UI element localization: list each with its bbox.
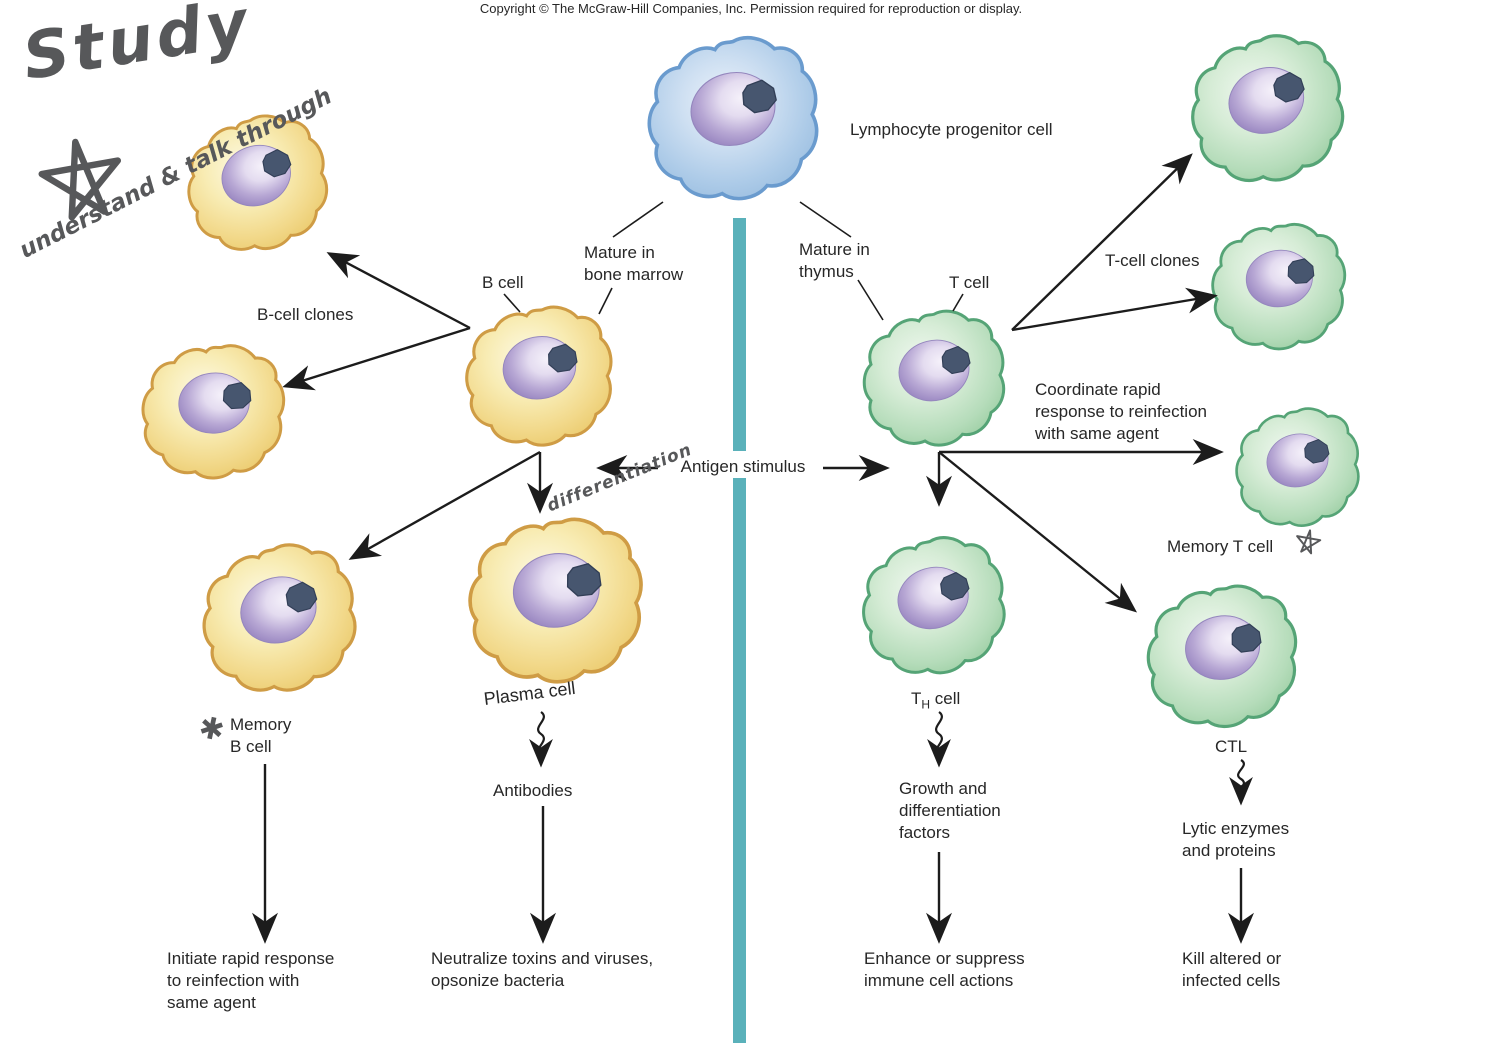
- t-cell-image: [855, 303, 1013, 453]
- th-label-sub: H: [921, 697, 931, 712]
- antibodies-label: Antibodies: [493, 781, 573, 800]
- initiate-response-outcome-label: Initiate rapid response to reinfection w…: [167, 949, 335, 1012]
- kill-cells-outcome-label: Kill altered or infected cells: [1182, 949, 1282, 990]
- th-cell-image: [854, 514, 1014, 697]
- ctl-label: CTL: [1215, 737, 1248, 756]
- t-cell-label: T cell: [949, 273, 990, 292]
- copyright-text: Copyright © The McGraw-Hill Companies, I…: [479, 1, 1023, 16]
- memory-b-cell-image: [192, 525, 366, 712]
- mature-bone-marrow-label: Mature in bone marrow: [584, 243, 684, 284]
- memory-t-cell-label: Memory T cell: [1167, 537, 1274, 556]
- b-cell-clones-label: B-cell clones: [257, 305, 354, 324]
- center-divider-top: [733, 218, 746, 451]
- memory-b-cell-label: Memory B cell: [230, 715, 292, 756]
- arrow-to-b-clone-2: [282, 326, 471, 391]
- squiggle-ctl-to-lytic: [1229, 759, 1253, 806]
- enhance-suppress-outcome-label: Enhance or suppress immune cell actions: [864, 949, 1025, 990]
- th-label-cell: cell: [930, 689, 961, 708]
- lymphocyte-progenitor-cell-image: [628, 28, 838, 208]
- squiggle-plasma-to-antibodies: [529, 711, 553, 768]
- b-cell-image: [451, 294, 627, 458]
- mature-thymus-label: Mature in thymus: [799, 240, 870, 281]
- neutralize-toxins-outcome-label: Neutralize toxins and viruses, opsonize …: [431, 949, 654, 990]
- t-cell-clone-2-image: [1199, 200, 1358, 371]
- t-cell-clone-1-image: [1178, 21, 1355, 196]
- arrow-to-t-clone-1: [1011, 153, 1193, 331]
- growth-factors-label: Growth and differentiation factors: [899, 779, 1001, 842]
- memory-b-asterisk-annotation: ✱: [195, 709, 228, 750]
- antigen-stimulus-label: Antigen stimulus: [680, 457, 806, 476]
- study-handwriting: Study: [18, 0, 257, 96]
- lytic-enzymes-label: Lytic enzymes and proteins: [1182, 819, 1290, 860]
- memory-t-cell-image: [1232, 398, 1363, 536]
- center-divider-bottom: [733, 478, 746, 1043]
- b-cell-label: B cell: [482, 273, 524, 292]
- th-label-t: T: [911, 689, 922, 708]
- arrow-to-t-clone-2: [1011, 287, 1218, 332]
- b-cell-clone-2-image: [128, 323, 298, 497]
- t-cell-clones-label: T-cell clones: [1105, 251, 1200, 270]
- progenitor-label: Lymphocyte progenitor cell: [850, 120, 1053, 139]
- ctl-cell-image: [1137, 568, 1306, 744]
- plasma-cell-image: [450, 500, 660, 699]
- memory-t-star-annotation: [1292, 526, 1324, 558]
- coordinate-response-label: Coordinate rapid response to reinfection…: [1035, 380, 1207, 443]
- th-cell-label: TH cell: [911, 688, 960, 713]
- squiggle-th-to-growth: [927, 711, 951, 768]
